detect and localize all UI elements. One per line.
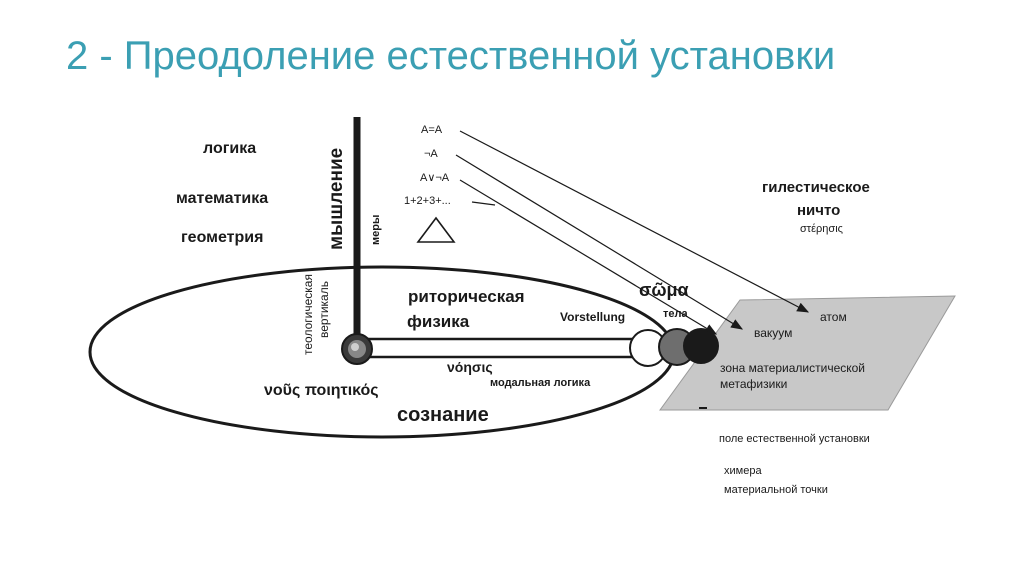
label-rhetorical: риторическая	[408, 287, 525, 306]
arrow-series	[471, 201, 496, 206]
label-consciousness: сознание	[397, 404, 489, 426]
label-nous-poietikos: νοῦς ποιητικός	[264, 382, 379, 399]
label-vacuum: вакуум	[754, 326, 793, 340]
label-metaphysics: метафизики	[720, 377, 788, 391]
label-logic: логика	[203, 140, 257, 157]
label-vorstellung: Vorstellung	[560, 310, 626, 324]
label-chimera: химера	[724, 465, 762, 477]
triangle-shape	[416, 216, 456, 243]
black-body-circle	[683, 328, 719, 364]
label-physics: физика	[407, 312, 470, 331]
label-atom: атом	[820, 310, 847, 324]
label-bodies: тела	[663, 308, 688, 320]
label-hyletic: гилестическое	[762, 179, 870, 196]
label-thinking: мышление	[326, 147, 347, 250]
label-natural-attitude-field: поле естественной установки	[719, 433, 870, 445]
label-steresis: στέρησις	[800, 223, 843, 235]
label-noesis: νόησις	[447, 359, 493, 375]
label-modal-logic: модальная логика	[490, 377, 591, 389]
arrow-negation-to-vacuum	[455, 154, 744, 330]
label-nothing: ничто	[797, 202, 841, 219]
label-materialist-zone: зона материалистической	[720, 361, 866, 375]
label-theological-2: вертикаль	[317, 281, 331, 338]
arrow-excluded-middle-to-plane	[459, 179, 718, 335]
arrow-identity-to-atom	[459, 130, 810, 313]
formula-negation: ¬A	[424, 148, 438, 160]
label-mathematics: математика	[176, 190, 269, 207]
label-soma: σῶμα	[639, 280, 689, 300]
slide-title: 2 - Преодоление естественной установки	[66, 34, 836, 78]
label-material-point: материальной точки	[724, 484, 828, 496]
label-geometry: геометрия	[181, 229, 264, 246]
formula-series: 1+2+3+...	[404, 195, 451, 207]
noesis-bar	[355, 337, 649, 359]
formula-excluded-middle: A∨¬A	[420, 172, 450, 184]
label-measures: меры	[370, 214, 382, 245]
label-theological-1: теологическая	[301, 274, 315, 355]
formula-identity: A=A	[421, 124, 443, 136]
